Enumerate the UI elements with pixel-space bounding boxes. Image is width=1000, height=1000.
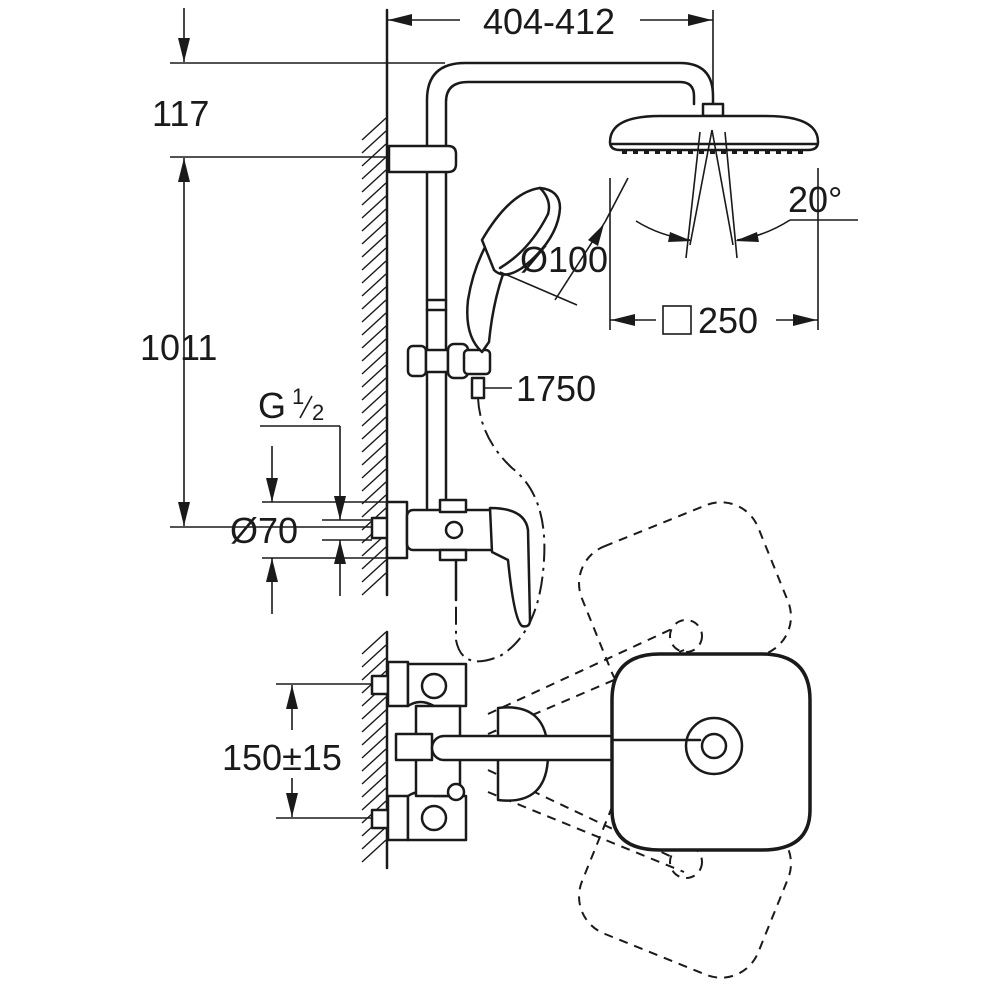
wall-hatch-line (361, 117, 387, 141)
wall-hatch-line (361, 787, 387, 811)
rosette-diameter-label: Ø70 (230, 510, 298, 551)
rosette-and-thread-dimensions: G 1 2 Ø70 (230, 384, 388, 614)
wall-hatch-line (361, 286, 387, 310)
spray-nozzle (798, 150, 803, 154)
lower-wall (361, 630, 389, 870)
shower-hose (455, 397, 546, 663)
wall-hatch-line (361, 774, 387, 798)
wall-hatch-line (361, 182, 387, 206)
width-dimension: 404-412 (387, 1, 714, 108)
spray-nozzle (721, 150, 726, 154)
wall-hatch-line (361, 572, 387, 596)
spray-nozzle (622, 150, 627, 154)
upper-wall (361, 8, 389, 597)
spray-nozzle (732, 150, 737, 154)
wall-hatch-line (361, 644, 387, 668)
thread-label: G (258, 385, 286, 426)
wall-hatch-line (361, 260, 387, 284)
wall-hatch-line (361, 195, 387, 219)
wall-hatch-line (361, 442, 387, 466)
head-size-label: 250 (698, 300, 758, 341)
wall-hatch-line (361, 221, 387, 245)
hose-length-label: 1750 (516, 368, 596, 409)
wall-hatch-line (361, 481, 387, 505)
head-size-dimension: 250 (609, 168, 819, 341)
wall-hatch-line (361, 156, 387, 180)
wall-hatch-line (361, 657, 387, 681)
wall-hatch-line (361, 273, 387, 297)
width-dimension-label: 404-412 (483, 1, 615, 42)
spray-nozzle (743, 150, 748, 154)
spray-nozzle (699, 150, 704, 154)
wall-hatch-line (361, 169, 387, 193)
height-dimensions: 117 1011 (140, 8, 445, 528)
spray-nozzle (666, 150, 671, 154)
wall-hatch-line (361, 429, 387, 453)
thread-denominator: 2 (312, 400, 324, 425)
wall-hatch-line (361, 748, 387, 772)
hand-shower: Ø100 1750 (466, 177, 629, 409)
wall-hatch-line (361, 696, 387, 720)
wall-hatch-line (361, 494, 387, 518)
spray-nozzle (710, 150, 715, 154)
spray-nozzle (776, 150, 781, 154)
spray-nozzle (677, 150, 682, 154)
wall-hatch-line (361, 735, 387, 759)
wall-hatch-line (361, 130, 387, 154)
wall-hatch-line (361, 312, 387, 336)
mixer-valve-side (370, 498, 532, 628)
shower-arm-and-head-top (430, 652, 812, 852)
wall-hatch-line (361, 826, 387, 850)
wall-hatch-line (361, 364, 387, 388)
spray-nozzle (644, 150, 649, 154)
wall-hatch-line (361, 390, 387, 414)
wall-hatch-line (361, 416, 387, 440)
wall-hatch-line (361, 299, 387, 323)
spray-nozzle (765, 150, 770, 154)
wall-hatch-line (361, 468, 387, 492)
spray-nozzle (787, 150, 792, 154)
wall-hatch-line (361, 143, 387, 167)
wall-hatch-line (361, 325, 387, 349)
spray-nozzle (655, 150, 660, 154)
inlet-spacing-label: 150±15 (222, 737, 342, 778)
spray-nozzle (754, 150, 759, 154)
inlet-spacing-dimension: 150±15 (222, 683, 372, 819)
wall-hatch-line (361, 722, 387, 746)
wall-hatch-line (361, 559, 387, 583)
handshower-diameter-label: Ø100 (520, 239, 608, 280)
thread-numerator: 1 (292, 384, 304, 409)
wall-hatch-line (361, 455, 387, 479)
wall-hatch-line (361, 839, 387, 863)
wall-hatch-line (361, 234, 387, 258)
wall-hatch-line (361, 403, 387, 427)
wall-hatch-line (361, 761, 387, 785)
head-shower: 20° (608, 102, 858, 259)
mixer-valve-top (370, 660, 550, 842)
wall-hatch-line (361, 377, 387, 401)
shower-rail (387, 61, 715, 510)
square-symbol-icon (662, 305, 692, 335)
wall-hatch-line (361, 247, 387, 271)
rail-height-label: 1011 (140, 327, 217, 368)
wall-hatch-line (361, 631, 387, 655)
wall-hatch-line (361, 338, 387, 362)
spray-angle-label: 20° (788, 179, 842, 220)
spray-nozzle (633, 150, 638, 154)
wall-hatch-line (361, 208, 387, 232)
top-offset-label: 117 (152, 93, 209, 134)
wall-hatch-line (361, 709, 387, 733)
wall-hatch-line (361, 351, 387, 375)
spray-nozzle (688, 150, 693, 154)
